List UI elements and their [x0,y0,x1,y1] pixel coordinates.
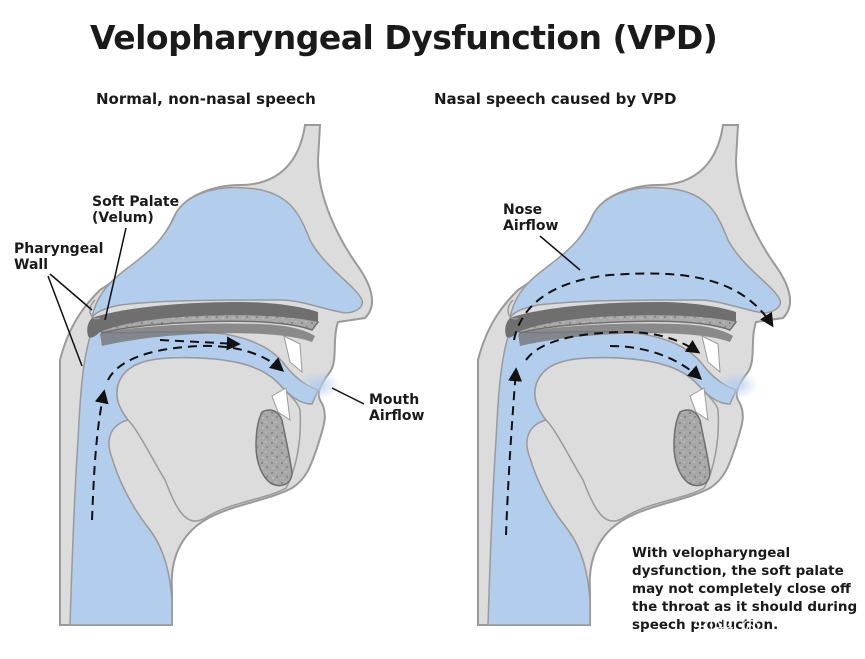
label-pharyngeal-wall-line1: Pharyngeal [14,241,103,257]
diagram-title: Velopharyngeal Dysfunction (VPD) [90,18,717,57]
vpd-explanation-note: With velopharyngeal dysfunction, the sof… [632,545,862,633]
label-mouth-airflow-line1: Mouth [369,392,419,408]
label-mouth-airflow-line2: Airflow [369,408,425,424]
label-nose-airflow-line1: Nose [503,202,542,218]
note-line-3: may not completely close off [632,581,852,597]
airflow-arrows-normal [91,336,285,521]
label-pharyngeal-wall: Pharyngeal Wall [14,241,108,273]
label-nose-airflow: Nose Airflow [503,202,559,234]
leader-pharyngeal-wall-lower [47,275,83,367]
mouth-airflow-glow-vpd [714,371,758,399]
note-line-5: speech production. [632,617,778,633]
leader-soft-palate [104,227,127,321]
label-nose-airflow-line2: Airflow [503,218,559,234]
panel-subtitle-vpd: Nasal speech caused by VPD [434,90,676,108]
label-mouth-airflow: Mouth Airflow [369,392,425,424]
panel-subtitle-normal: Normal, non-nasal speech [96,90,316,108]
mouth-airflow-glow [296,371,340,399]
panel-nasal-speech: Nasal speech caused by VPD Nose Airflow … [434,90,862,639]
label-soft-palate: Soft Palate (Velum) [92,194,184,226]
note-line-1: With velopharyngeal [632,545,790,561]
label-soft-palate-line2: (Velum) [92,210,154,226]
note-line-2: dysfunction, the soft palate [632,563,844,579]
label-soft-palate-line1: Soft Palate [92,194,179,210]
note-line-4: the throat as it should during [632,599,857,615]
leader-nose-airflow [539,235,581,271]
leader-pharyngeal-wall-upper [49,273,93,311]
panel-normal-speech: Normal, non-nasal speech Soft Palate (Ve… [14,90,425,626]
airflow-arrows-vpd [505,272,774,536]
label-pharyngeal-wall-line2: Wall [14,257,48,273]
watermark: 知乎 @Dr.VK [694,615,816,639]
leader-mouth-airflow [331,387,365,405]
